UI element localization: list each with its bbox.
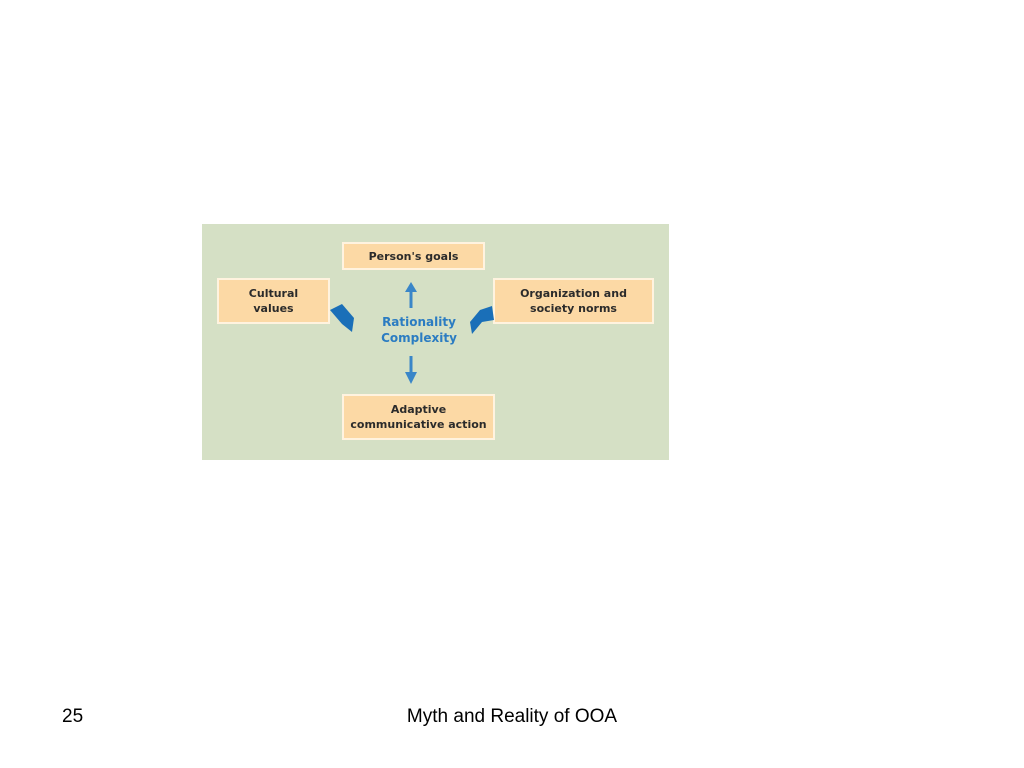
persons-goals-box: Person's goals [342,242,485,270]
complexity-label: Complexity [381,331,457,345]
rationality-label: Rationality [382,315,456,329]
cultural-values-box: Cultural values [217,278,330,324]
arrow-up-icon [405,282,417,308]
center-label: Rationality Complexity [364,314,474,346]
arrow-left-in-icon [330,304,354,332]
organization-norms-box: Organization and society norms [493,278,654,324]
diagram-figure: Person's goals Cultural values Organizat… [202,224,669,460]
adaptive-action-box: Adaptive communicative action [342,394,495,440]
footer-title: Myth and Reality of OOA [406,706,618,727]
arrow-down-icon [405,356,417,384]
slide-number: 25 [62,706,84,727]
